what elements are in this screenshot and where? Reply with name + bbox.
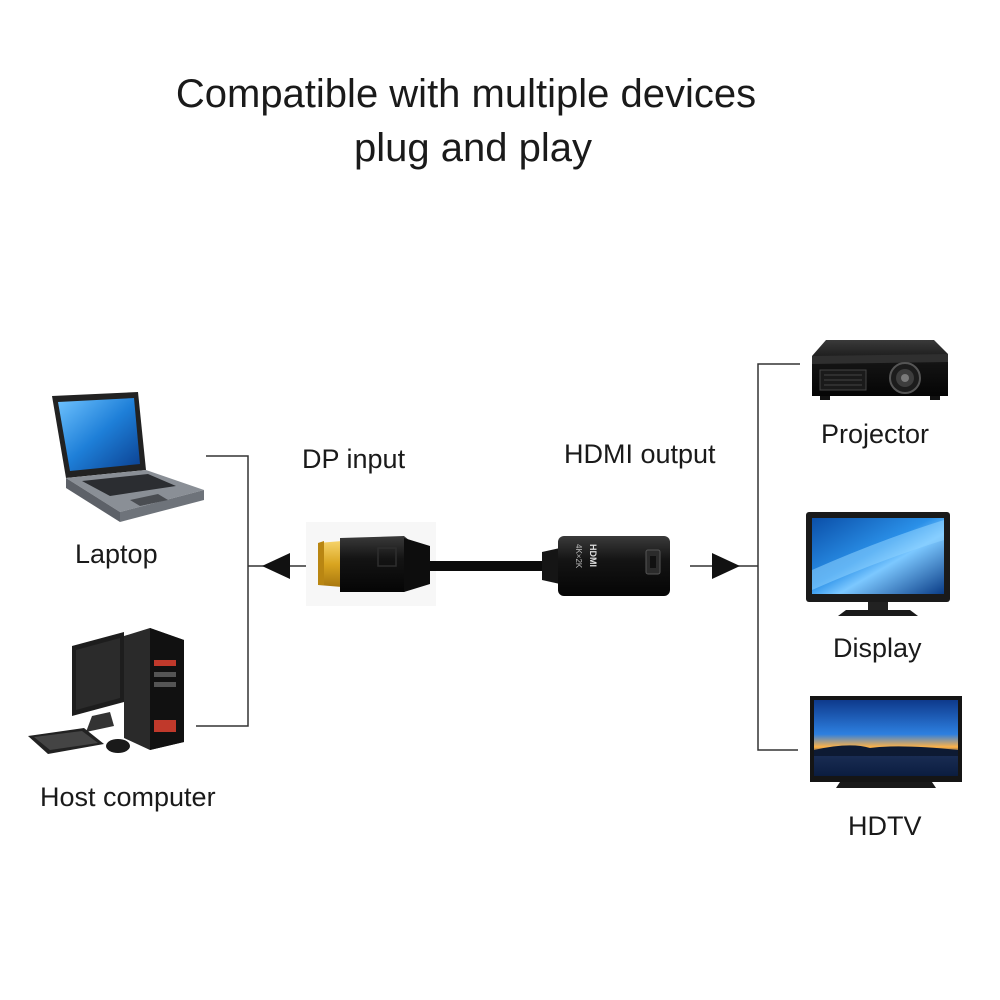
dp-plug: [306, 522, 436, 606]
laptop-icon: [52, 392, 204, 522]
hdmi-housing: HDMI 4K×2K: [542, 536, 670, 596]
projector-icon: [812, 340, 948, 400]
monitor-icon: [806, 512, 950, 616]
headline-line-2: plug and play: [354, 126, 592, 170]
adapter-cable: [430, 561, 560, 571]
output-arrow-icon: [712, 553, 740, 579]
laptop-label: Laptop: [75, 539, 158, 569]
source-bracket: [196, 455, 284, 727]
resolution-text: 4K×2K: [574, 544, 583, 569]
desktop-computer-icon: [28, 628, 184, 754]
hdtv-label: HDTV: [848, 811, 922, 841]
projector-label: Projector: [821, 419, 930, 449]
display-label: Display: [833, 633, 922, 663]
input-arrow-icon: [262, 553, 290, 579]
hdmi-output-label: HDMI output: [564, 439, 716, 469]
output-bracket: [740, 363, 800, 751]
tv-icon: [810, 696, 962, 788]
dp-input-label: DP input: [302, 444, 406, 474]
headline-line-1: Compatible with multiple devices: [175, 72, 757, 116]
host-computer-label: Host computer: [40, 782, 216, 812]
hdmi-housing-text: HDMI: [588, 544, 598, 567]
